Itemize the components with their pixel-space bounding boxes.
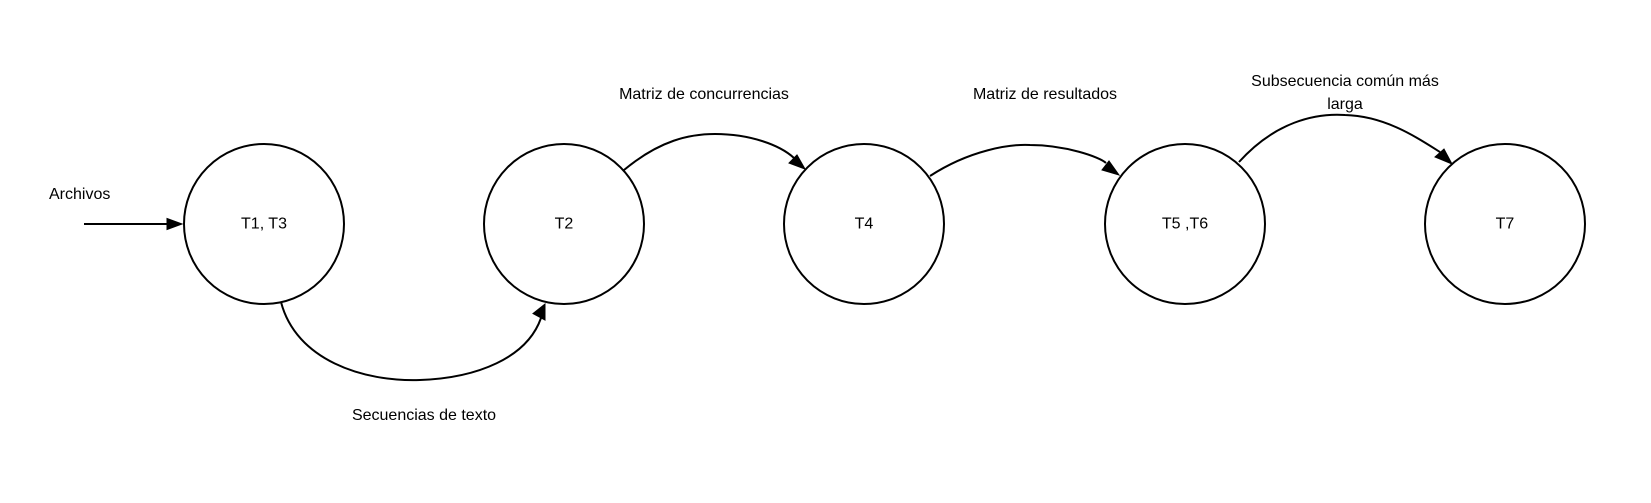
edges <box>84 113 1454 382</box>
edge-t5-t7-arrowhead <box>1434 148 1454 165</box>
node-t1-t3-circle <box>183 143 345 305</box>
node-t2-circle <box>483 143 645 305</box>
edge-t1-t2-line <box>280 301 542 382</box>
node-t5-t6[interactable]: T5 ,T6 <box>1104 143 1266 305</box>
nodes: T1, T3 T2 T4 T5 ,T6 T7 <box>183 143 1586 305</box>
node-t4-label: T4 <box>855 216 874 233</box>
node-t7-label: T7 <box>1496 216 1515 233</box>
edge-t2-t4-arrowhead <box>788 154 807 170</box>
edge-t1-t2-arrowhead <box>532 302 546 321</box>
node-t4[interactable]: T4 <box>783 143 945 305</box>
node-t1-t3[interactable]: T1, T3 <box>183 143 345 305</box>
node-t2-label: T2 <box>555 216 574 233</box>
edge-t4-t5-line <box>929 143 1107 177</box>
edge-label-subsecuencia-line-1: Subsecuencia común más <box>1251 73 1439 90</box>
node-t7-circle <box>1424 143 1586 305</box>
edge-label-matriz-de-concurrencias: Matriz de concurrencias <box>619 86 789 103</box>
edge-t4-t5-arrowhead <box>1101 160 1121 176</box>
edge-t5-t7-line <box>1238 113 1441 163</box>
node-t7[interactable]: T7 <box>1424 143 1586 305</box>
node-t5-t6-label: T5 ,T6 <box>1162 216 1208 233</box>
edge-archivos-arrowhead <box>166 217 184 231</box>
edge-labels: Archivos Secuencias de texto Matriz de c… <box>49 73 1439 424</box>
edge-label-matriz-de-resultados: Matriz de resultados <box>973 86 1117 103</box>
edge-label-archivos: Archivos <box>49 186 110 203</box>
node-t2[interactable]: T2 <box>483 143 645 305</box>
node-t5-t6-circle <box>1104 143 1266 305</box>
edge-label-secuencias-de-texto: Secuencias de texto <box>352 407 496 424</box>
edge-t2-t4-line <box>623 132 795 171</box>
node-t4-circle <box>783 143 945 305</box>
edge-label-subsecuencia-line-2: larga <box>1327 96 1363 113</box>
node-t1-t3-label: T1, T3 <box>241 216 287 233</box>
